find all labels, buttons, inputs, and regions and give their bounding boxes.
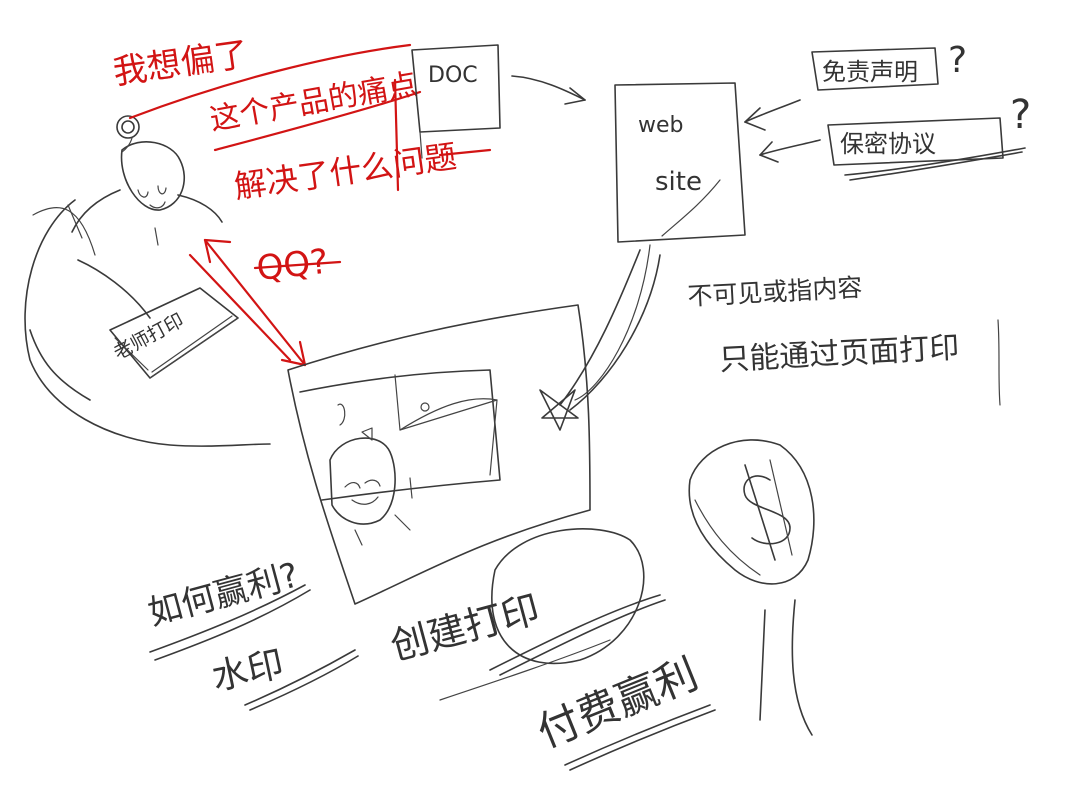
doc-label: DOC [428,63,478,88]
question-mark-2: ? [1010,92,1031,138]
red-note-line3: 解决了什么问题 [232,137,459,206]
star-burst-icon [539,389,579,431]
pay-profit-note: 付费赢利 [530,649,704,757]
disclaimer-note: 免责声明 [822,58,918,86]
dollar-coin-icon [688,439,815,585]
book-icon [109,287,239,379]
website-line2: site [655,167,702,197]
middle-note-line1: 不可见或指内容 [687,273,863,311]
monitor-icon [287,304,591,605]
doc-box: DOC [411,44,501,159]
profit-question-note: 如何赢利? [144,555,303,634]
privacy-note: 保密协议 [840,130,936,158]
middle-note-line2: 只能通过页面打印 [719,330,961,378]
person-with-beanbag-icon [24,115,271,447]
question-mark-1: ? [948,40,967,81]
print-note: 创建打印 [386,587,544,669]
right-notes: 免责声明 ? 保密协议 ? [744,40,1031,181]
website-line1: web [638,113,684,138]
website-box: web site [614,82,746,243]
